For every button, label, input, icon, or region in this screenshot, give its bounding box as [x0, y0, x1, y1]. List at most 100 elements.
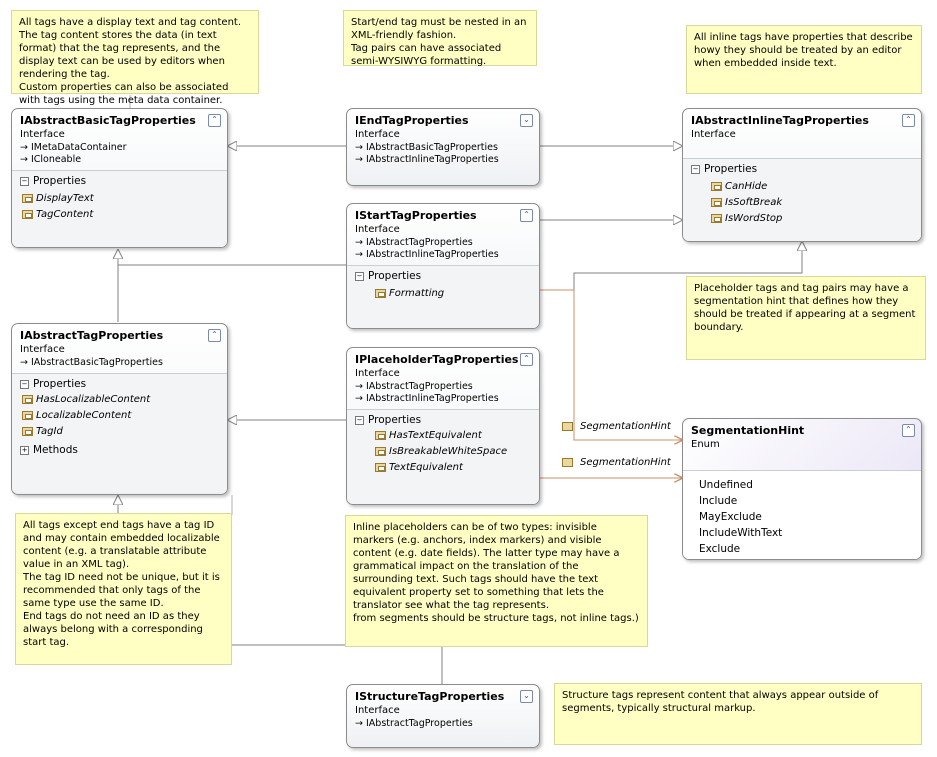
- property-icon: [562, 458, 573, 467]
- class-stereotype: Interface: [20, 129, 65, 140]
- inherits-list: → IAbstractTagProperties → IAbstractInli…: [355, 237, 531, 261]
- inherits-item: → IMetaDataContainer: [20, 142, 127, 153]
- class-title: IEndTagProperties: [355, 114, 469, 127]
- section-header[interactable]: −Properties: [355, 270, 422, 282]
- property-item[interactable]: LocalizableContent: [20, 408, 219, 424]
- note-inline: All inline tags have properties that des…: [686, 25, 922, 94]
- note-placeholder: Inline placeholders can be of two types:…: [345, 515, 648, 647]
- enum-value[interactable]: IncludeWithText: [699, 527, 783, 539]
- note-segmentation: Placeholder tags and tag pairs may have …: [686, 276, 926, 360]
- note-tag-id: All tags except end tags have a tag ID a…: [15, 513, 232, 665]
- class-abstract-tag-properties[interactable]: IAbstractTagProperties Interface → IAbst…: [11, 323, 228, 495]
- class-stereotype: Interface: [691, 129, 736, 140]
- property-item[interactable]: IsSoftBreak: [709, 195, 913, 211]
- property-item[interactable]: TagContent: [20, 207, 219, 223]
- inherits-item: → IAbstractBasicTagProperties: [355, 142, 498, 153]
- class-stereotype: Interface: [355, 129, 400, 140]
- properties-section: −Properties CanHide IsSoftBreak IsWordSt…: [683, 158, 921, 241]
- properties-section: −Properties HasTextEquivalent IsBreakabl…: [347, 409, 539, 504]
- section-header[interactable]: −Properties: [20, 378, 87, 390]
- class-abstract-basic-tag-properties[interactable]: IAbstractBasicTagProperties Interface → …: [11, 108, 228, 248]
- chevron-up-icon[interactable]: ⌃: [208, 329, 221, 342]
- enum-value[interactable]: Exclude: [699, 543, 741, 555]
- class-stereotype: Enum: [691, 439, 720, 450]
- property-item[interactable]: HasTextEquivalent: [373, 428, 531, 444]
- inherits-item: → IAbstractInlineTagProperties: [355, 249, 499, 260]
- chevron-up-icon[interactable]: ⌃: [520, 353, 533, 366]
- class-title: IAbstractBasicTagProperties: [20, 114, 196, 127]
- class-title: IPlaceholderTagProperties: [355, 353, 519, 366]
- inherits-list: → IAbstractTagProperties → IAbstractInli…: [355, 381, 531, 405]
- class-stereotype: Interface: [355, 224, 400, 235]
- chevron-up-icon[interactable]: ⌃: [902, 424, 915, 437]
- enum-segmentation-hint[interactable]: SegmentationHint Enum ⌃ Undefined Includ…: [682, 418, 922, 560]
- association-label[interactable]: SegmentationHint: [560, 421, 671, 432]
- property-icon: [562, 422, 573, 431]
- property-icon: [711, 198, 722, 207]
- chevron-down-icon[interactable]: ⌄: [520, 114, 533, 127]
- chevron-down-icon[interactable]: ⌄: [520, 690, 533, 703]
- enum-value[interactable]: Include: [699, 495, 738, 507]
- property-item[interactable]: DisplayText: [20, 191, 219, 207]
- inherits-item: → IAbstractTagProperties: [355, 718, 473, 729]
- property-icon: [375, 447, 386, 456]
- class-title: IAbstractInlineTagProperties: [691, 114, 869, 127]
- enum-value[interactable]: Undefined: [699, 479, 753, 491]
- class-title: IStartTagProperties: [355, 209, 477, 222]
- class-title: IAbstractTagProperties: [20, 329, 164, 342]
- property-item[interactable]: IsWordStop: [709, 211, 913, 227]
- inherits-item: → IAbstractTagProperties: [355, 237, 473, 248]
- association-label[interactable]: SegmentationHint: [560, 457, 671, 468]
- inherits-item: → IAbstractInlineTagProperties: [355, 154, 499, 165]
- class-title: SegmentationHint: [691, 424, 805, 437]
- property-icon: [22, 411, 33, 420]
- property-item[interactable]: CanHide: [709, 179, 913, 195]
- property-icon: [22, 210, 33, 219]
- assoc-start-seg: [540, 289, 682, 440]
- note-start-end: Start/end tag must be nested in an XML-f…: [343, 10, 537, 67]
- class-start-tag-properties[interactable]: IStartTagProperties Interface → IAbstrac…: [346, 203, 540, 329]
- section-header[interactable]: −Properties: [355, 414, 422, 426]
- class-stereotype: Interface: [355, 368, 400, 379]
- property-item[interactable]: TagId: [20, 424, 219, 440]
- class-structure-tag-properties[interactable]: IStructureTagProperties Interface → IAbs…: [346, 684, 540, 748]
- property-icon: [22, 194, 33, 203]
- property-icon: [22, 395, 33, 404]
- inherits-item: → IAbstractInlineTagProperties: [355, 393, 499, 404]
- class-abstract-inline-tag-properties[interactable]: IAbstractInlineTagProperties Interface ⌃…: [682, 108, 922, 242]
- inherits-item: → IAbstractTagProperties: [355, 381, 473, 392]
- chevron-up-icon[interactable]: ⌃: [520, 209, 533, 222]
- inherits-item: → IAbstractBasicTagProperties: [20, 357, 163, 368]
- property-icon: [375, 431, 386, 440]
- property-icon: [711, 214, 722, 223]
- enum-values: Undefined Include MayExclude IncludeWith…: [683, 470, 921, 559]
- inherits-list: → IAbstractBasicTagProperties: [20, 357, 219, 369]
- property-item[interactable]: Formatting: [373, 286, 531, 302]
- class-end-tag-properties[interactable]: IEndTagProperties Interface → IAbstractB…: [346, 108, 540, 186]
- section-header[interactable]: −Properties: [691, 163, 758, 175]
- section-header[interactable]: −Properties: [20, 175, 87, 187]
- property-icon: [711, 182, 722, 191]
- property-item[interactable]: HasLocalizableContent: [20, 392, 219, 408]
- property-item[interactable]: IsBreakableWhiteSpace: [373, 444, 531, 460]
- note-structure: Structure tags represent content that al…: [554, 683, 922, 745]
- inherits-list: → IMetaDataContainer → ICloneable: [20, 142, 219, 166]
- methods-section-header[interactable]: +Methods: [20, 444, 78, 456]
- note-basic-tags: All tags have a display text and tag con…: [11, 10, 259, 106]
- chevron-up-icon[interactable]: ⌃: [902, 114, 915, 127]
- class-stereotype: Interface: [355, 705, 400, 716]
- chevron-up-icon[interactable]: ⌃: [208, 114, 221, 127]
- inherits-list: → IAbstractTagProperties: [355, 718, 531, 730]
- property-item[interactable]: TextEquivalent: [373, 460, 531, 476]
- class-title: IStructureTagProperties: [355, 690, 505, 703]
- property-icon: [22, 427, 33, 436]
- class-placeholder-tag-properties[interactable]: IPlaceholderTagProperties Interface → IA…: [346, 347, 540, 505]
- class-stereotype: Interface: [20, 344, 65, 355]
- properties-section: −Properties HasLocalizableContent Locali…: [12, 373, 227, 492]
- inherits-list: → IAbstractBasicTagProperties → IAbstrac…: [355, 142, 531, 166]
- enum-value[interactable]: MayExclude: [699, 511, 762, 523]
- inherits-item: → ICloneable: [20, 154, 82, 165]
- property-icon: [375, 463, 386, 472]
- properties-section: −Properties DisplayText TagContent: [12, 170, 227, 247]
